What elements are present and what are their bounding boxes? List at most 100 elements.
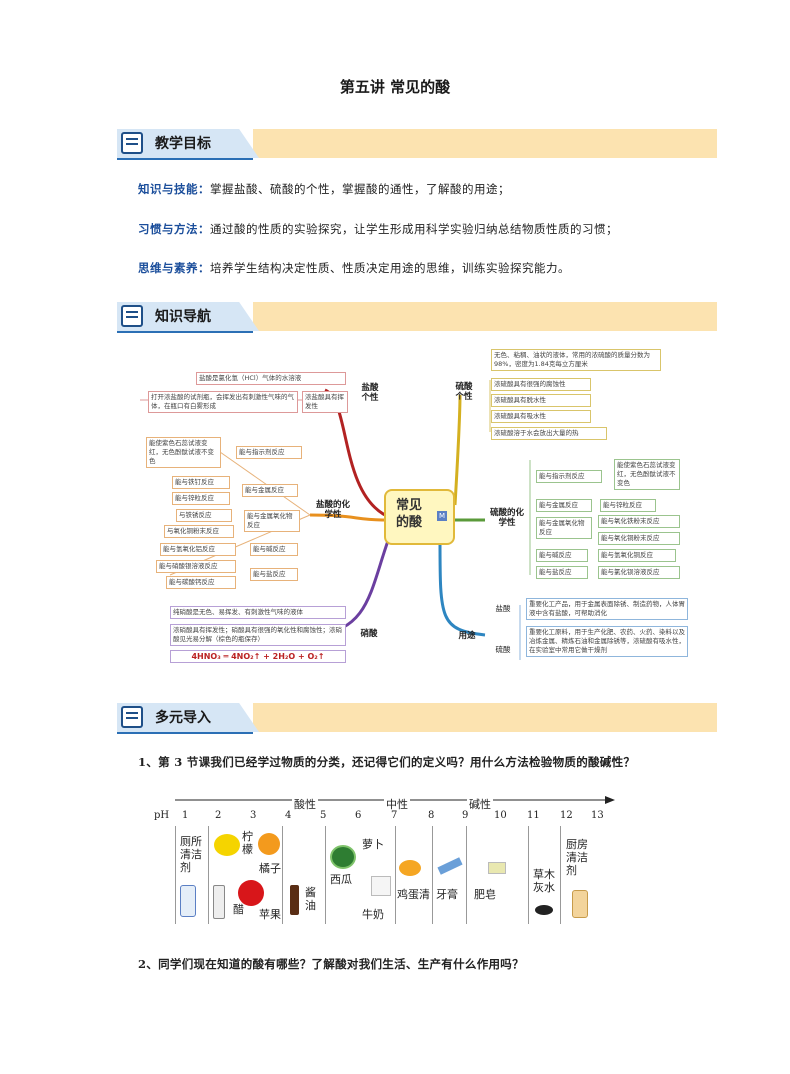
ph-number: 1: [182, 810, 189, 821]
node-yongtu-liusuan: 硫酸: [495, 645, 511, 654]
watermelon-icon: [330, 845, 356, 869]
section-tab-line: [117, 158, 253, 160]
mm-item: 盐酸是氯化氢（HCl）气体的水溶液: [196, 372, 346, 385]
ph-number: 9: [462, 810, 469, 821]
mm-item: 与铁锈反应: [176, 509, 232, 522]
mm-item: 能与铁钉反应: [172, 476, 230, 489]
mm-item: 能与碱反应: [536, 549, 588, 562]
node-liusuan-gexing[interactable]: 硫酸个性: [455, 382, 473, 402]
mm-item: 能与指示剂反应: [536, 470, 602, 483]
section-tab-line: [117, 331, 253, 333]
mm-item: 能与硝酸银溶液反应: [156, 560, 236, 573]
mm-item: 能与锌粒反应: [600, 499, 656, 512]
section-header-knowledge: 知识导航: [117, 302, 717, 333]
node-xiaosuan[interactable]: 硝酸: [360, 629, 378, 639]
ph-divider: [432, 826, 433, 924]
ph-item-jiangyou: 酱油: [305, 886, 316, 912]
mm-item: 能与氯化钡溶液反应: [598, 566, 680, 579]
mm-item: 与氧化铜粉末反应: [164, 525, 234, 538]
ph-divider: [325, 826, 326, 924]
ph-number: 3: [250, 810, 257, 821]
objective-1: 知识与技能：掌握盐酸、硫酸的个性，掌握酸的通性，了解酸的用途；: [138, 182, 510, 196]
ph-region-base: 碱性: [467, 796, 493, 812]
ash-water-icon: [535, 905, 553, 915]
ph-item-cu: 醋: [233, 903, 244, 916]
ph-number: 6: [355, 810, 362, 821]
mm-item: 浓硫酸具有脱水性: [491, 394, 591, 407]
node-yansuan-gexing[interactable]: 盐酸个性: [361, 383, 379, 403]
mm-item: 浓硫酸具有很强的腐蚀性: [491, 378, 591, 391]
ph-number: 13: [591, 810, 604, 821]
ph-item-ningmeng: 柠檬: [242, 830, 253, 856]
mm-item: 能与氧化铁粉末反应: [598, 515, 680, 528]
mm-item: 纯硝酸是无色、易挥发、有刺激性气味的液体: [170, 606, 346, 619]
ph-number: 5: [320, 810, 327, 821]
ph-item-jidan: 鸡蛋清: [397, 888, 430, 901]
ph-item-niunai: 牛奶: [362, 908, 384, 921]
mm-item: 能与金属氧化物反应: [536, 517, 592, 539]
map-icon: [121, 305, 143, 327]
node-yongtu[interactable]: 用途: [458, 631, 476, 641]
ph-item-luobo: 萝卜: [362, 838, 384, 851]
orange-icon: [258, 833, 280, 855]
ph-item-cesuo: 厕所清洁剂: [180, 835, 202, 874]
ph-item-pingguo: 苹果: [259, 908, 281, 921]
ph-region-acid: 酸性: [292, 796, 318, 812]
mm-item: 能与氢氧化铜反应: [598, 549, 676, 562]
mindmap-badge-icon: M: [437, 511, 447, 521]
mm-item: 能与氢氧化铝反应: [160, 543, 236, 556]
lemon-icon: [214, 834, 240, 856]
ph-number: 11: [527, 810, 540, 821]
mindmap-center[interactable]: 常见的酸 M: [384, 489, 455, 545]
ph-item-yagao: 牙膏: [436, 888, 458, 901]
mm-item: 浓硫酸溶于水会放出大量的热: [491, 427, 607, 440]
mm-item: 能与盐反应: [250, 568, 298, 581]
mm-item: 重要化工原料，用于生产化肥、农药、火药、染料以及冶炼金属、精炼石油和金属除锈等，…: [526, 626, 688, 657]
mm-item: 能与盐反应: [536, 566, 588, 579]
mm-equation: 4HNO₃ ═ 4NO₂↑ + 2H₂O + O₂↑: [170, 650, 346, 663]
section-header-intro: 多元导入: [117, 703, 717, 734]
ph-divider: [560, 826, 561, 924]
mm-item: 能与金属反应: [242, 484, 298, 497]
section-label: 多元导入: [155, 710, 211, 726]
mm-item: 能使紫色石蕊试液变红，无色酚酞试液不变色: [146, 437, 221, 468]
section-label: 教学目标: [155, 136, 211, 152]
ph-item-xigua: 西瓜: [330, 873, 352, 886]
mm-item: 能与金属氧化物反应: [244, 510, 300, 532]
mm-item: 打开浓盐酸的试剂瓶，会挥发出有刺激性气味的气体，在瓶口有白雾形成: [148, 391, 298, 413]
ph-item-caomu: 草木灰水: [533, 868, 555, 894]
ph-number: 7: [391, 810, 398, 821]
ph-divider: [175, 826, 176, 924]
mm-item: 能与金属反应: [536, 499, 592, 512]
mm-item: 能与锌粒反应: [172, 492, 230, 505]
mm-item: 重要化工产品，用于金属表面除锈、制造药物，人体胃液中含有盐酸，可帮助消化: [526, 598, 688, 620]
ph-divider: [282, 826, 283, 924]
ph-divider: [208, 826, 209, 924]
ph-number: 4: [285, 810, 292, 821]
center-label: 常见的酸: [396, 498, 423, 530]
mm-item: 浓盐酸具有挥发性: [302, 391, 348, 413]
objective-3: 思维与素养：培养学生结构决定性质、性质决定用途的思维，训练实验探究能力。: [138, 261, 570, 275]
node-yansuan-huaxue[interactable]: 盐酸的化学性: [315, 500, 350, 520]
soy-sauce-icon: [290, 885, 299, 915]
ph-item-feizao: 肥皂: [474, 888, 496, 901]
mm-item: 浓硝酸具有挥发性；硝酸具有很强的氧化性和腐蚀性；浓硝酸见光易分解（棕色的瓶保存）: [170, 624, 346, 646]
objective-2: 习惯与方法：通过酸的性质的实验探究，让学生形成用科学实验归纳总结物质性质的习惯；: [138, 222, 618, 236]
section-bar: [253, 302, 717, 331]
page-title: 第五讲 常见的酸: [339, 78, 451, 96]
mm-item: 能与碱反应: [250, 543, 298, 556]
section-bar: [253, 129, 717, 158]
apple-icon: [238, 880, 264, 906]
ph-number: 8: [428, 810, 435, 821]
mm-item: 能使紫色石蕊试液变红，无色酚酞试液不变色: [614, 459, 680, 490]
mm-item: 浓硫酸具有吸水性: [491, 410, 591, 423]
egg-icon: [399, 860, 421, 876]
mm-item: 无色、粘稠、油状的液体，常用的浓硫酸的质量分数为98%，密度为1.84克每立方厘…: [491, 349, 661, 371]
mm-item: 能与碳酸钙反应: [166, 576, 236, 589]
section-header-objectives: 教学目标: [117, 129, 717, 160]
soap-icon: [488, 862, 506, 874]
cleaner-bottle-icon: [180, 885, 196, 917]
mm-item: 能与氧化铜粉末反应: [598, 532, 680, 545]
milk-icon: [371, 876, 391, 896]
node-liusuan-huaxue[interactable]: 硫酸的化学性: [489, 508, 524, 528]
